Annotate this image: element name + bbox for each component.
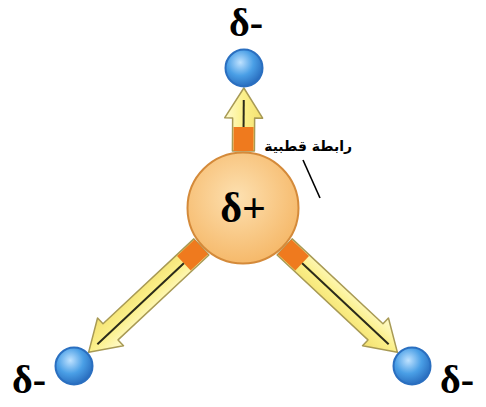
charge-label: δ- <box>12 360 46 400</box>
bond-arrow <box>272 233 411 366</box>
center-atom: δ+ <box>186 151 300 265</box>
atom-fill <box>56 348 93 385</box>
charge-label: δ- <box>229 3 263 43</box>
leader-line <box>303 160 320 198</box>
bond-base <box>233 127 253 151</box>
outer-atom: δ- <box>392 346 432 386</box>
arrow-core <box>302 263 388 344</box>
charge-label: δ- <box>440 360 474 400</box>
atom-fill <box>188 153 299 264</box>
bond-arrow <box>76 233 215 366</box>
arrow-core <box>97 263 183 344</box>
arrow-body <box>272 233 411 366</box>
outer-atom: δ- <box>224 48 264 88</box>
atom-circle <box>224 48 264 88</box>
charge-label: δ+ <box>220 187 266 229</box>
atom-fill <box>394 348 431 385</box>
atom-circle <box>392 346 432 386</box>
arrow-body <box>224 88 262 151</box>
bond-arrow <box>224 88 262 151</box>
atom-circle <box>54 346 94 386</box>
arrow-body <box>76 233 215 366</box>
arrow-core <box>243 100 245 127</box>
atom-fill <box>226 50 263 87</box>
bond-label: رابطة قطبية <box>264 138 352 154</box>
outer-atom: δ- <box>54 346 94 386</box>
